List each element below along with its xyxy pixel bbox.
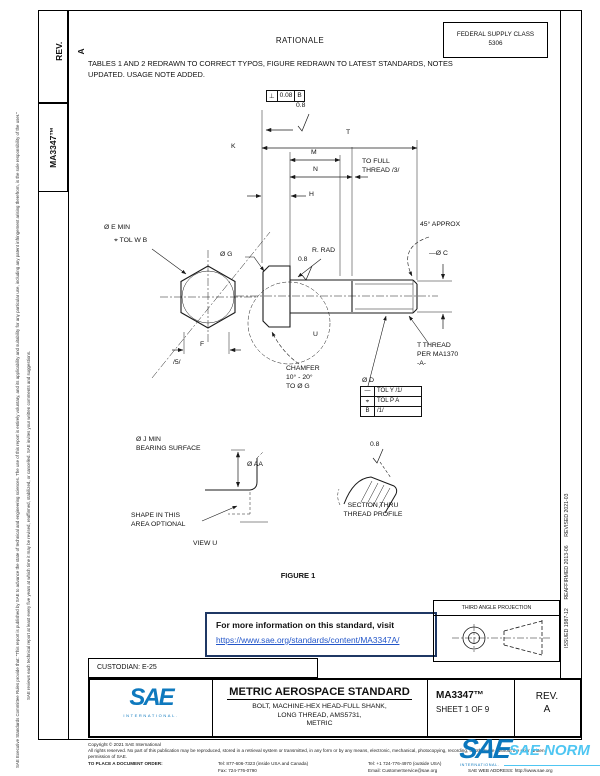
- finish-top-value: 0.8: [296, 102, 306, 109]
- watermark-norm-text: SAE NORM: [508, 742, 590, 759]
- title-block-rev-value: A: [543, 704, 551, 715]
- footer-tel1: Tel: 877-606-7323 (inside USA and Canada…: [218, 761, 309, 766]
- dia-d-feature-control-frame: — TOL Y /1/ ⌖ TOL P A B /1/: [360, 386, 422, 417]
- perpendicularity-datum: B: [295, 90, 305, 102]
- note-5-ref: /5/: [173, 359, 181, 366]
- thread-profile-sketch: [337, 476, 398, 514]
- info-box-text: For more information on this standard, v…: [216, 620, 395, 630]
- fcf-row3-text: /1/: [374, 406, 422, 417]
- rev-cell: REV. A: [514, 680, 580, 736]
- to-full-thread-note: TO FULL THREAD /3/: [362, 158, 400, 174]
- hex-head-view: [151, 231, 271, 379]
- footer-rights: All rights reserved. No part of this pub…: [88, 748, 545, 760]
- watermark-international: INTERNATIONAL.: [460, 763, 500, 767]
- footer-fax: Fax: 724-776-0790: [218, 768, 257, 773]
- dia-e-min-label: Ø E MIN: [104, 224, 131, 231]
- custodian-text: CUSTODIAN: E-25: [97, 664, 157, 671]
- title-block-rev-label: REV.: [535, 691, 559, 702]
- revision-history: ISSUED 1987-12 REAFFIRMED 2013-06 REVISE…: [564, 493, 570, 648]
- finish-mid-value: 0.8: [298, 256, 308, 263]
- position-tol-w-label: ⌖ TOL W B: [114, 237, 148, 244]
- sheet-number: SHEET 1 OF 9: [436, 705, 490, 714]
- dim-label-h: H: [309, 191, 314, 198]
- section-cut-label-t: T: [346, 129, 351, 136]
- approx-45-label: 45° APPROX: [420, 221, 461, 228]
- rev-label: REV.: [54, 41, 64, 61]
- watermark-sae-logo: SAE: [457, 734, 512, 764]
- title-block: SAE INTERNATIONAL. METRIC AEROSPACE STAN…: [88, 678, 582, 738]
- chamfer-note: CHAMFER 10° - 20° TO Ø G: [286, 365, 320, 390]
- sae-logo-text: SAE: [129, 684, 174, 711]
- shape-optional-note: SHAPE IN THIS AREA OPTIONAL: [131, 512, 186, 528]
- fcf-datum-b: B: [360, 406, 375, 417]
- sae-logo: SAE INTERNATIONAL.: [90, 680, 212, 736]
- view-u-boundary-circle: [247, 281, 331, 365]
- rev-box: [38, 10, 68, 103]
- sae-logo-sub: INTERNATIONAL.: [123, 713, 179, 718]
- right-strip-divider: [560, 10, 561, 678]
- outer-frame: [38, 10, 582, 740]
- dia-c-label: —Ø C: [429, 250, 448, 257]
- footer-order-label: TO PLACE A DOCUMENT ORDER:: [88, 761, 163, 766]
- rationale-title: RATIONALE: [275, 36, 325, 45]
- surface-finish-symbol: [297, 113, 384, 464]
- federal-supply-class-text: FEDERAL SUPPLY CLASS 5306: [456, 31, 535, 47]
- doc-number-cell: MA3347™ SHEET 1 OF 9: [427, 680, 514, 736]
- doc-number-text: MA3347™: [48, 127, 58, 168]
- sae-norm-watermark: SAE SAE NORM INTERNATIONAL.: [457, 734, 600, 767]
- footer-copyright: Copyright © 2021 SAE International: [88, 742, 161, 747]
- third-angle-projection-box: THIRD ANGLE PROJECTION: [433, 600, 560, 662]
- third-angle-projection-label: THIRD ANGLE PROJECTION: [434, 601, 559, 616]
- r-rad-label: R. RAD: [312, 247, 336, 254]
- custodian-box: CUSTODIAN: E-25: [88, 658, 318, 678]
- dim-label-m: M: [311, 149, 317, 156]
- rev-value: A: [76, 48, 86, 55]
- section-thru-caption: SECTION THRU THREAD PROFILE: [343, 502, 403, 518]
- figure-caption: FIGURE 1: [280, 571, 316, 580]
- detail-u-label: U: [313, 331, 318, 338]
- footer-email: Email: CustomerService@sae.org: [368, 768, 438, 773]
- federal-supply-class-box: FEDERAL SUPPLY CLASS 5306: [443, 22, 548, 58]
- dim-label-k: K: [231, 143, 236, 150]
- footer-web: SAE WEB ADDRESS: http://www.sae.org: [468, 768, 553, 773]
- rationale-body: TABLES 1 AND 2 REDRAWN TO CORRECT TYPOS,…: [88, 59, 453, 79]
- view-u-caption: VIEW U: [193, 540, 218, 547]
- dia-d-label: Ø D: [362, 377, 375, 384]
- dim-label-n: N: [313, 166, 318, 173]
- standard-title: BOLT, MACHINE-HEX HEAD-FULL SHANK, LONG …: [252, 703, 387, 728]
- standard-info-link[interactable]: https://www.sae.org/standards/content/MA…: [216, 635, 400, 645]
- figure-1-area: ⊥ 0.08 B 0.8 K M N H T TO FULL THREAD /3…: [68, 85, 560, 600]
- view-u-sketch: [205, 458, 268, 523]
- left-disclaimer-outer: SAE Executive Standards Committee Rules …: [15, 112, 20, 768]
- perpendicularity-tolerance: 0.08: [277, 90, 296, 102]
- info-box: For more information on this standard, v…: [205, 612, 437, 657]
- dia-aa-label: Ø AA: [247, 461, 263, 468]
- third-angle-projection-symbol: [452, 620, 550, 656]
- figure-drawing: [151, 110, 452, 523]
- title-block-center: METRIC AEROSPACE STANDARD BOLT, MACHINE-…: [212, 680, 427, 736]
- bolt-side-view: [262, 265, 418, 328]
- footer-tel2: Tel: +1 724-776-4970 (outside USA): [368, 761, 442, 766]
- t-thread-note: T THREAD PER MA1370 -A-: [417, 342, 459, 367]
- dia-j-bearing-label: Ø J MIN BEARING SURFACE: [136, 436, 201, 452]
- finish-section-value: 0.8: [370, 441, 380, 448]
- standard-type-heading: METRIC AEROSPACE STANDARD: [227, 686, 412, 700]
- perpendicularity-frame: ⊥ 0.08 B: [266, 90, 305, 102]
- watermark-rule: [503, 764, 600, 766]
- left-disclaimer-inner: SAE reviews each technical report at lea…: [26, 350, 31, 700]
- left-strip-divider: [68, 10, 69, 740]
- title-block-doc-number: MA3347™: [436, 690, 484, 701]
- dim-label-f: F: [200, 341, 205, 348]
- dia-g-label: Ø G: [220, 251, 233, 258]
- doc-number-box: [38, 103, 68, 192]
- perpendicularity-symbol: ⊥: [266, 90, 278, 102]
